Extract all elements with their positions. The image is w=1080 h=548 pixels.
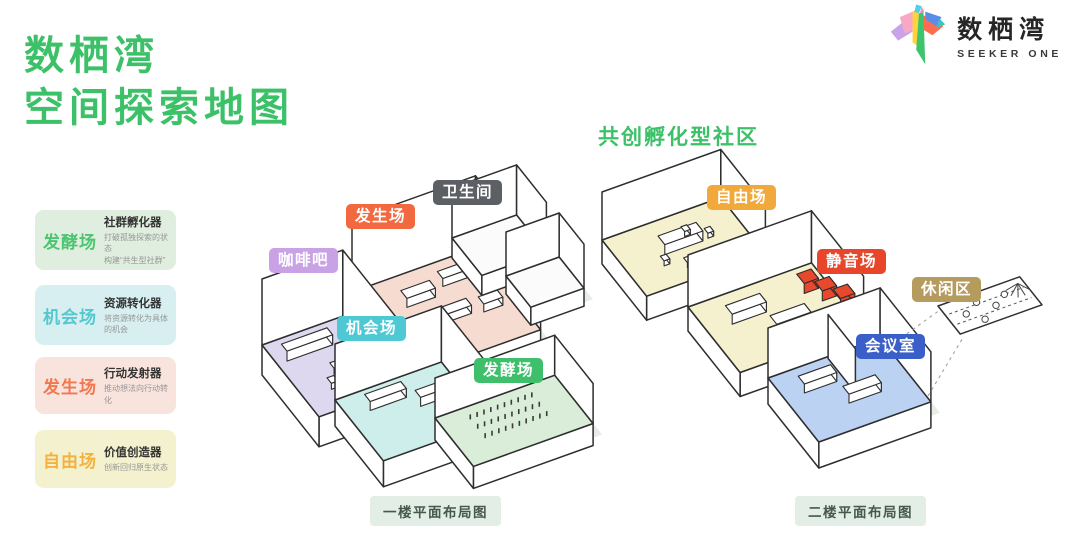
floor2-map — [601, 148, 1043, 469]
legend-item-free: 自由场 价值创造器 创新回归原生状态 — [35, 430, 176, 488]
room-fermentation — [434, 334, 603, 490]
legend-desc: 将资源转化为具体的机会 — [104, 313, 168, 334]
badge-meeting: 会议室 — [856, 334, 926, 360]
logo-subtitle: SEEKER ONE — [957, 47, 1062, 60]
legend-title: 行动发射器 — [104, 368, 162, 381]
legend-title: 社群孵化器 — [104, 217, 162, 230]
room-quiet — [687, 210, 873, 398]
badge-quiet: 静音场 — [817, 249, 887, 275]
badge-happening: 发生场 — [346, 204, 416, 230]
badge-fermentation: 发酵场 — [474, 358, 544, 384]
badge-free: 自由场 — [707, 185, 777, 211]
legend-label-happening: 发生场 — [43, 378, 97, 397]
room-toilet-2 — [505, 212, 593, 326]
legend-item-happening: 发生场 行动发射器 推动想法向行动转化 — [35, 357, 176, 414]
legend-title: 资源转化器 — [104, 297, 162, 310]
legend-item-opportunity: 机会场 资源转化器 将资源转化为具体的机会 — [35, 285, 176, 345]
badge-opportunity: 机会场 — [337, 316, 407, 342]
legend-item-fermentation: 发酵场 社群孵化器 打破孤独探索的状态构建“共生型社群” — [35, 210, 176, 270]
floor2-caption: 二楼平面布局图 — [795, 496, 926, 526]
legend-desc: 创新回归原生状态 — [104, 463, 168, 473]
floor2-section-title: 共创孵化型社区 — [598, 126, 759, 149]
logo-text: 数栖湾 SEEKER ONE — [957, 15, 1062, 60]
logo-bird-icon — [890, 4, 946, 65]
floor1-caption: 一楼平面布局图 — [370, 496, 501, 526]
legend-desc: 推动想法向行动转化 — [104, 384, 168, 405]
legend-label-fermentation: 发酵场 — [43, 232, 97, 252]
logo-name: 数栖湾 — [957, 15, 1051, 44]
floor1-map — [261, 164, 603, 490]
logo: 数栖湾 SEEKER ONE — [889, 4, 1062, 70]
legend-label-free: 自由场 — [43, 451, 97, 471]
page-title: 数栖湾 空间探索地图 — [24, 30, 294, 134]
legend-desc: 打破孤独探索的状态构建“共生型社群” — [104, 233, 168, 265]
badge-lounge: 休闲区 — [912, 277, 982, 303]
legend-label-opportunity: 机会场 — [43, 307, 97, 327]
title-line1: 数栖湾 — [24, 34, 159, 78]
badge-cafe: 咖啡吧 — [269, 248, 339, 274]
badge-toilet: 卫生间 — [433, 180, 503, 206]
legend-title: 价值创造器 — [104, 447, 162, 460]
room-lounge — [937, 276, 1043, 335]
title-line2: 空间探索地图 — [24, 86, 294, 130]
